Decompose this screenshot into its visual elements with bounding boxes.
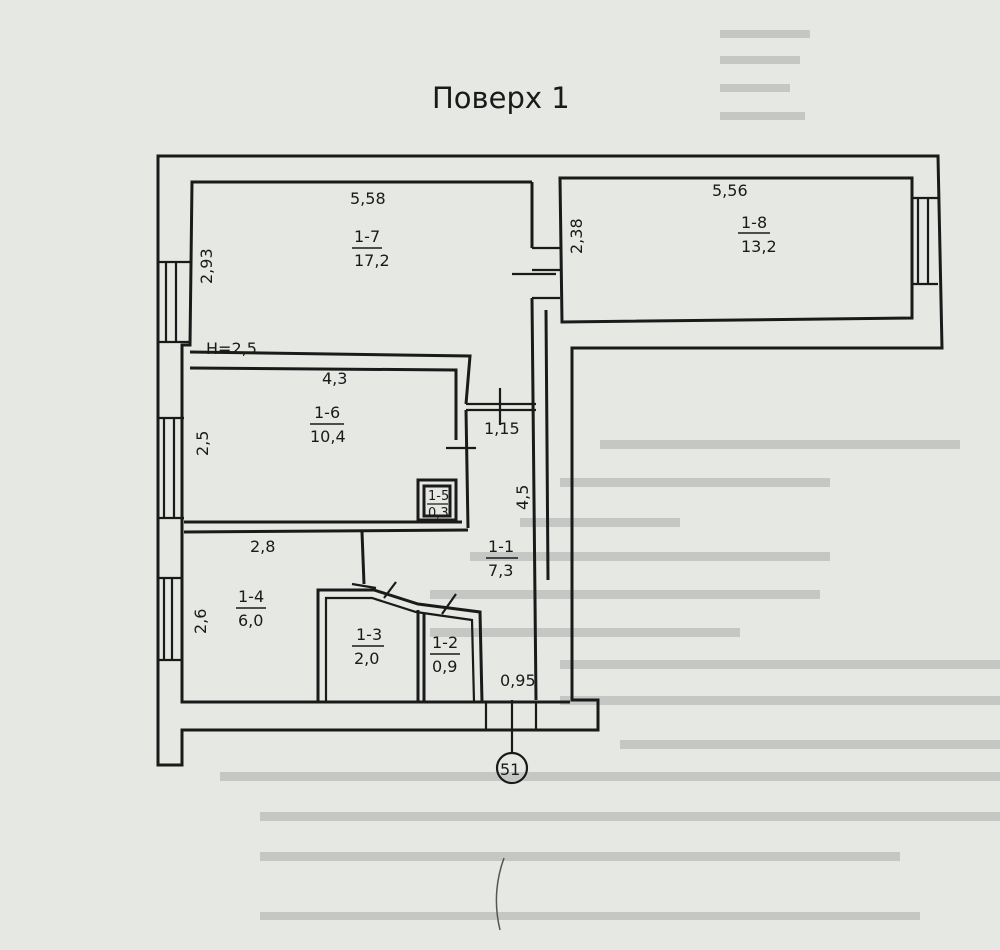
svg-text:1-5: 1-5 <box>428 489 449 504</box>
window-right <box>912 196 938 286</box>
height-note: H=2,5 <box>206 339 257 358</box>
wall-1-3-1-2 <box>416 610 426 702</box>
dim-1-4-depth: 2,6 <box>191 609 210 634</box>
window-left-middle <box>158 416 184 520</box>
window-left-top <box>158 260 190 344</box>
partition-1-7-right <box>530 182 538 701</box>
svg-text:1-7: 1-7 <box>354 227 380 246</box>
svg-text:13,2: 13,2 <box>741 237 777 256</box>
door-1-7-to-1-8 <box>512 246 562 300</box>
dim-1-7-depth: 2,93 <box>197 248 216 284</box>
outer-wall-outline <box>156 154 944 767</box>
entrance <box>484 700 538 785</box>
svg-text:17,2: 17,2 <box>354 251 390 270</box>
pencil-mark <box>495 857 505 931</box>
svg-text:6,0: 6,0 <box>238 611 263 630</box>
room-label-1-3: 1-3 2,0 <box>352 625 384 668</box>
svg-text:1-3: 1-3 <box>356 625 382 644</box>
dim-1-4-width: 2,8 <box>250 537 275 556</box>
wall-1-6-right <box>464 409 470 529</box>
svg-text:10,4: 10,4 <box>310 427 346 446</box>
room-label-1-5: 1-5 0,3 <box>427 489 449 521</box>
svg-text:0,3: 0,3 <box>428 506 449 521</box>
corridor-right-wall <box>544 309 550 581</box>
dim-corridor-length: 4,5 <box>513 485 532 510</box>
floor-title: Поверх 1 <box>432 81 570 115</box>
svg-text:2,0: 2,0 <box>354 649 379 668</box>
entrance-marker: 51 <box>500 760 520 779</box>
door-1-3 <box>383 581 397 599</box>
svg-text:1-2: 1-2 <box>432 633 458 652</box>
dim-1-7-width: 5,58 <box>350 189 386 208</box>
dim-1-8-width: 5,56 <box>712 181 748 200</box>
door-1-4 <box>351 582 377 590</box>
dim-1-8-depth: 2,38 <box>567 218 586 254</box>
door-1-2 <box>441 593 457 615</box>
room-label-1-6: 1-6 10,4 <box>310 403 346 446</box>
entrance-marker-circle <box>495 751 529 785</box>
svg-text:1-1: 1-1 <box>488 537 514 556</box>
svg-text:7,3: 7,3 <box>488 561 513 580</box>
door-1-6 <box>446 388 536 450</box>
inner-wall-line <box>180 180 570 704</box>
svg-text:1-8: 1-8 <box>741 213 767 232</box>
svg-text:1-4: 1-4 <box>238 587 264 606</box>
wall-1-6-bottom <box>183 520 469 534</box>
room-label-1-1: 1-1 7,3 <box>486 537 518 580</box>
room-1-3-walls <box>316 588 484 703</box>
room-label-1-4: 1-4 6,0 <box>236 587 266 630</box>
room-1-3-inner <box>324 596 476 703</box>
wall-1-4-right <box>360 531 366 585</box>
window-left-bottom <box>158 576 182 662</box>
svg-text:0,9: 0,9 <box>432 657 457 676</box>
room-label-1-7: 1-7 17,2 <box>352 227 390 270</box>
dim-1-6-width: 4,3 <box>322 369 347 388</box>
dim-entrance-width: 0,95 <box>500 671 536 690</box>
closet-1-5-walls <box>416 478 458 522</box>
wall-1-6-top <box>189 366 458 440</box>
faded-background-text <box>220 30 1000 920</box>
dim-door-1-15: 1,15 <box>484 419 520 438</box>
svg-text:1-6: 1-6 <box>314 403 340 422</box>
room-1-8-walls <box>558 176 914 324</box>
wall-1-7-bottom <box>189 350 472 405</box>
room-label-1-8: 1-8 13,2 <box>738 213 777 256</box>
room-label-1-2: 1-2 0,9 <box>430 633 460 676</box>
dim-1-6-depth: 2,5 <box>193 431 212 456</box>
